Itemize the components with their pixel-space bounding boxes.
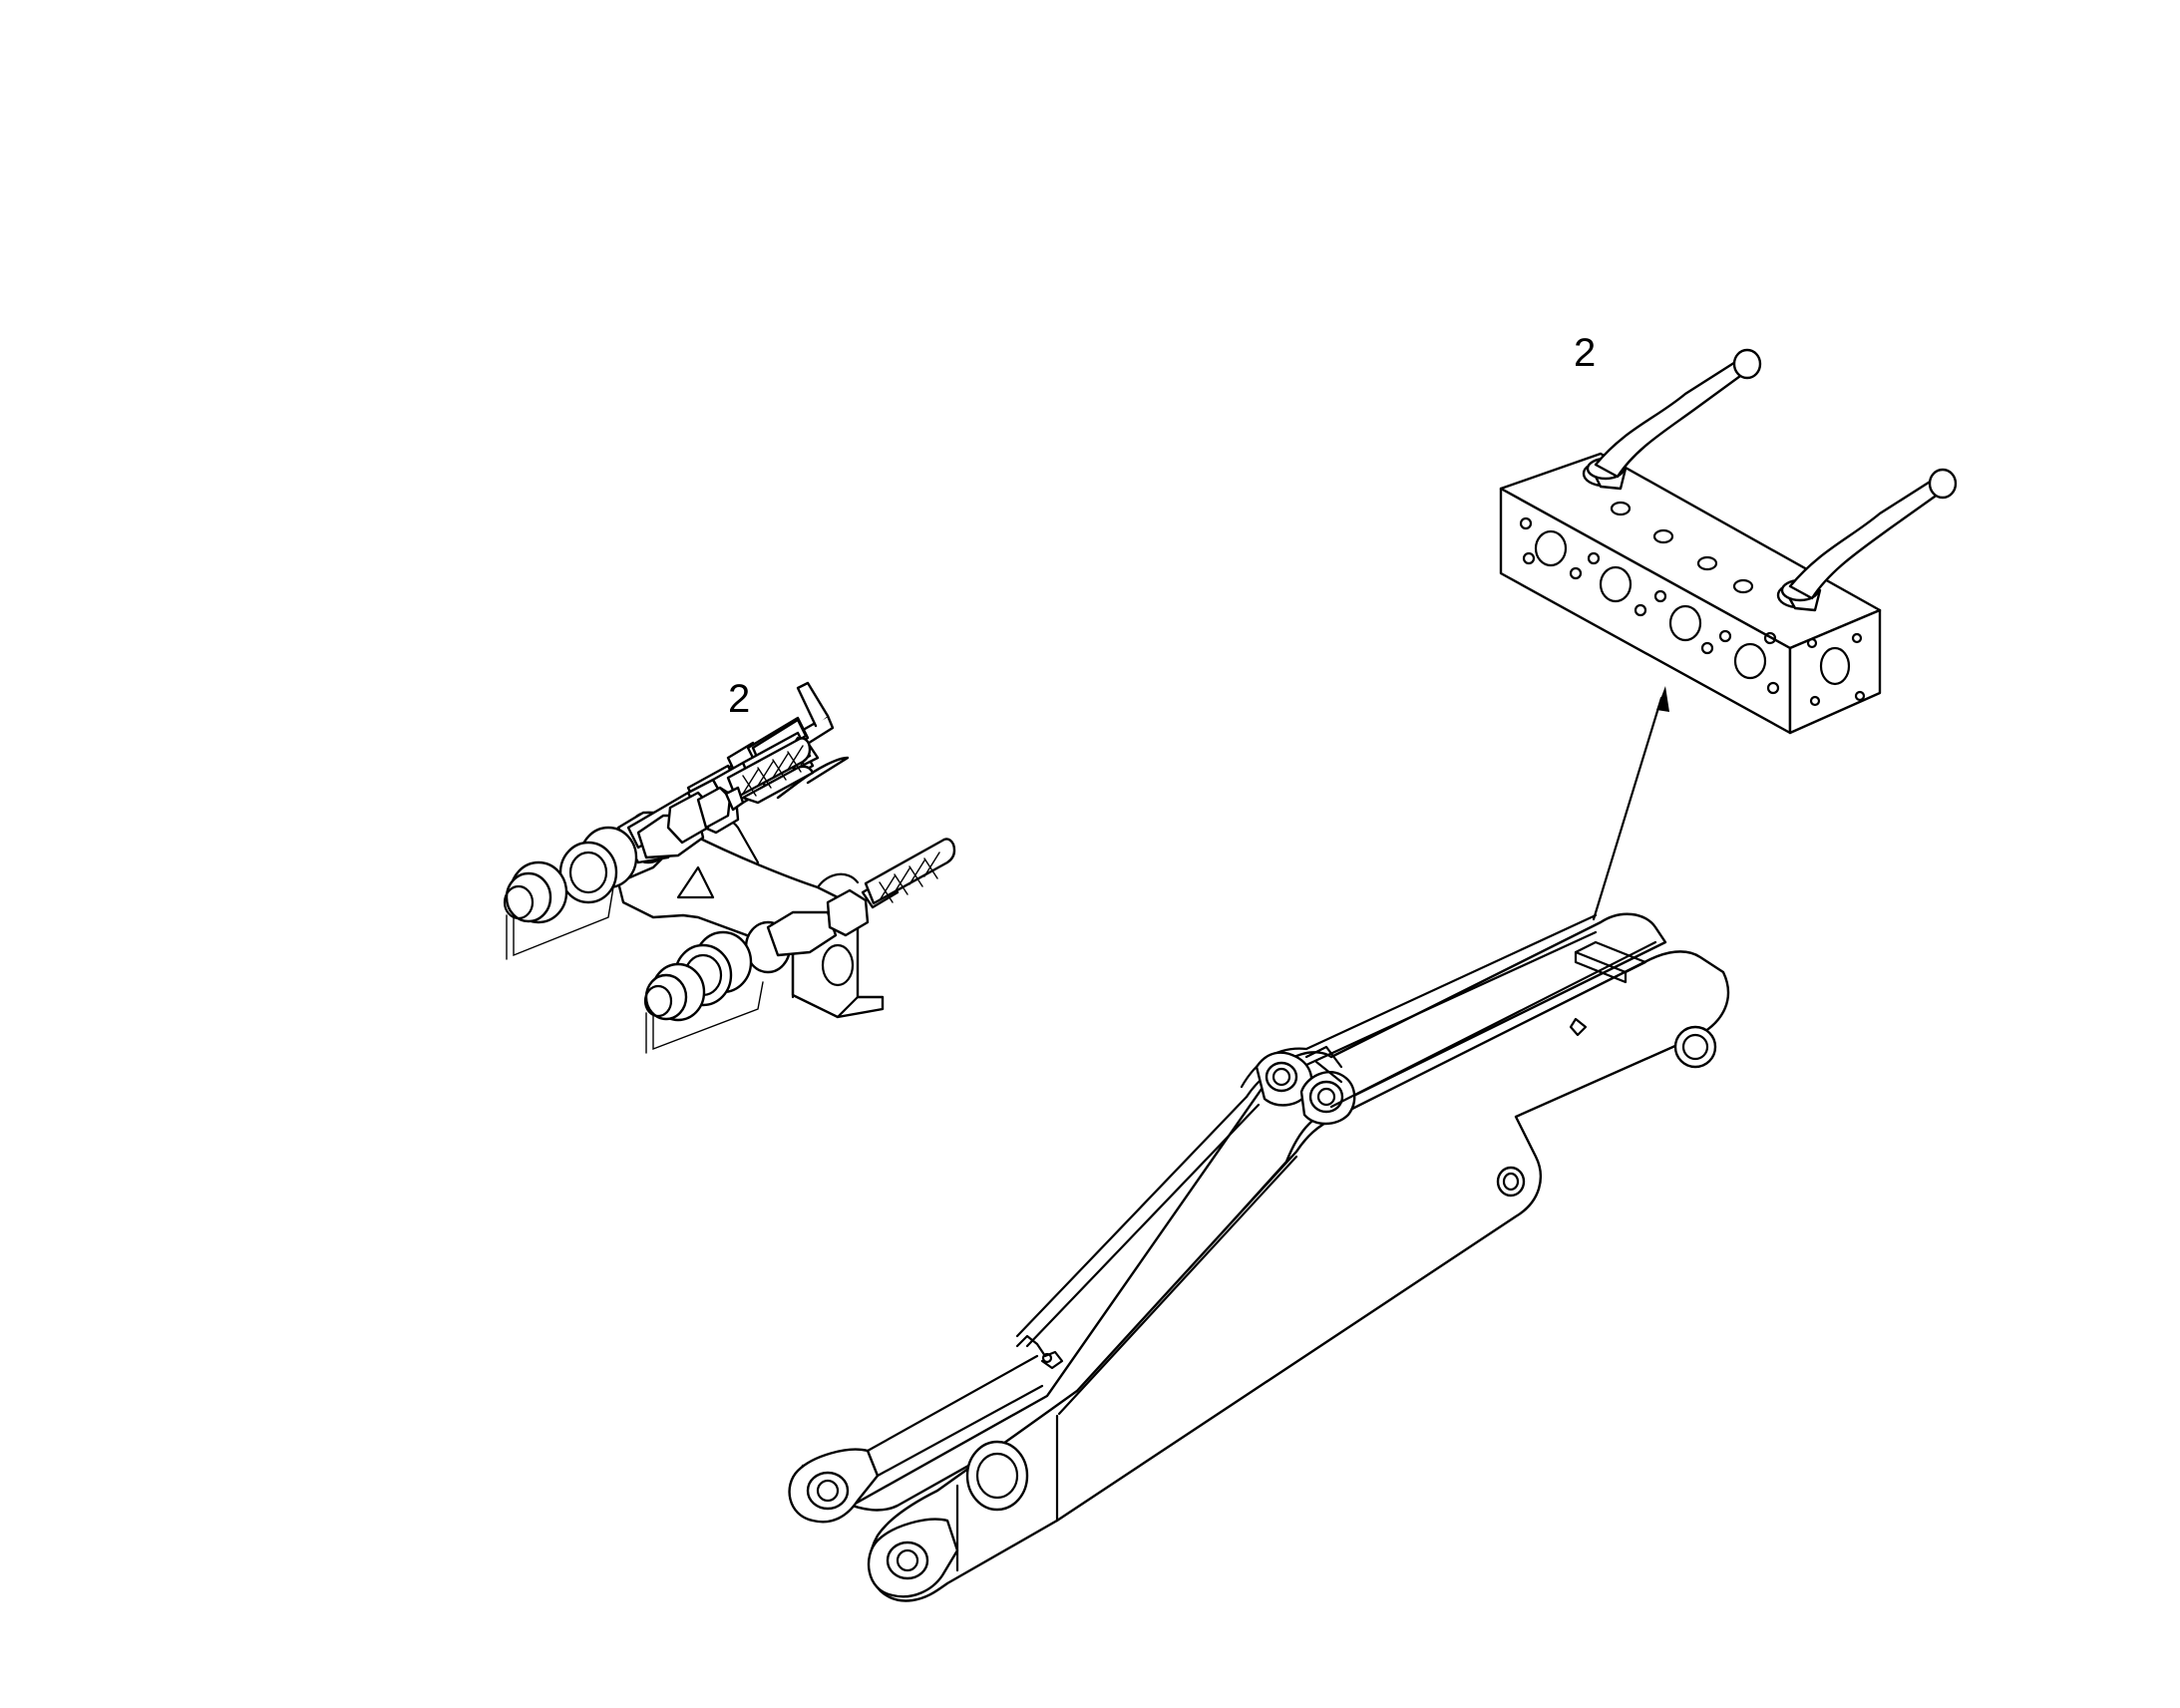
- quick-coupler-assembly: [503, 681, 885, 1054]
- valve-block-side-face: [1788, 608, 1882, 735]
- leader-arrow: [1592, 686, 1669, 921]
- hose-lower-assembly: [766, 838, 956, 957]
- valve-handle-1: [1582, 348, 1762, 491]
- boom-right-boss: [1496, 1017, 1717, 1197]
- callout-label-couplers: 2: [728, 677, 750, 721]
- valve-block-ports: [1519, 501, 1866, 707]
- valve-handle-2: [1776, 468, 1958, 612]
- callout-label-valve-block: 2: [1574, 331, 1596, 375]
- coupler-lower: [643, 920, 792, 1054]
- boom-front-plate: [868, 950, 1730, 1602]
- braided-hose-lower: [864, 838, 956, 905]
- boom-pin-boss: [965, 1440, 1029, 1512]
- hose-upper-main: [726, 737, 812, 800]
- boom-arm: [788, 912, 1730, 1602]
- hose-upper-fittings: [666, 786, 745, 845]
- boom-elbow-pins: [1255, 1045, 1356, 1126]
- arrow-head: [1656, 686, 1669, 712]
- valve-block: [1499, 348, 1958, 735]
